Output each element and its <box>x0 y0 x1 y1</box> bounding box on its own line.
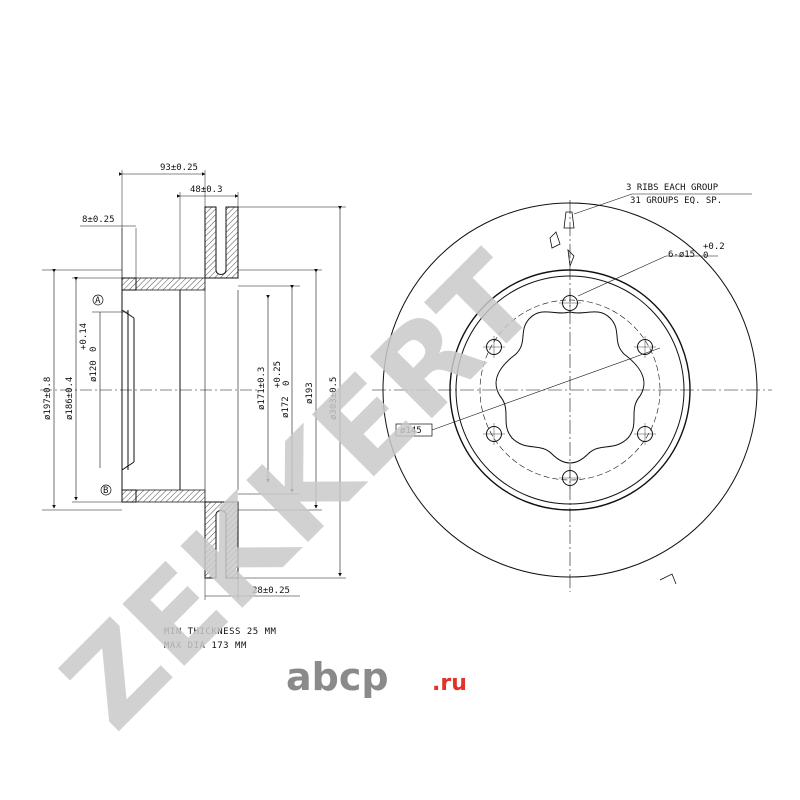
dim-303: ø303±0.5 <box>329 377 339 420</box>
dim-120-tol-upper: +0.14 <box>79 323 89 350</box>
ribs-line-2: 31 GROUPS EQ. SP. <box>630 196 722 206</box>
dim-172-tol-upper: +0.25 <box>273 361 283 388</box>
shop-watermark: abcp .ru <box>286 655 467 699</box>
datum-b-label: B <box>103 486 108 496</box>
pcd-label: ø145 <box>400 426 422 436</box>
side-view <box>40 170 346 600</box>
bolt-holes-tol-lower: 0 <box>703 251 708 261</box>
dim-120: ø120 <box>89 360 99 382</box>
dim-197: ø197±0.8 <box>43 377 53 420</box>
shop-watermark-text: abcp <box>286 655 389 699</box>
dim-171: ø171±0.3 <box>257 367 267 410</box>
ribs-line-1: 3 RIBS EACH GROUP <box>626 183 719 193</box>
dim-overall-width: 93±0.25 <box>160 163 198 173</box>
dim-flange-thickness: 8±0.25 <box>82 215 115 225</box>
datum-a-circle <box>92 294 104 306</box>
dim-186: ø186±0.4 <box>65 377 75 420</box>
note-max-dia: MAX DIA 173 MM <box>164 641 247 651</box>
dim-hat-width: 48±0.3 <box>190 185 223 195</box>
dim-disc-thickness: 28±0.25 <box>252 586 290 596</box>
dim-193: ø193 <box>305 382 315 404</box>
front-view <box>372 193 772 592</box>
dim-172: ø172 <box>281 396 291 418</box>
datum-b-circle <box>100 484 112 496</box>
datum-a-label: A <box>95 296 101 306</box>
bolt-holes-label: 6-ø15 <box>668 250 695 260</box>
shop-watermark-tld: .ru <box>432 671 467 696</box>
bolt-holes-tol-upper: +0.2 <box>703 242 725 252</box>
dim-172-tol-lower: 0 <box>282 381 292 386</box>
note-min-thickness: MIN THICKNESS 25 MM <box>164 627 277 637</box>
dim-120-tol-lower: 0 <box>89 347 99 352</box>
